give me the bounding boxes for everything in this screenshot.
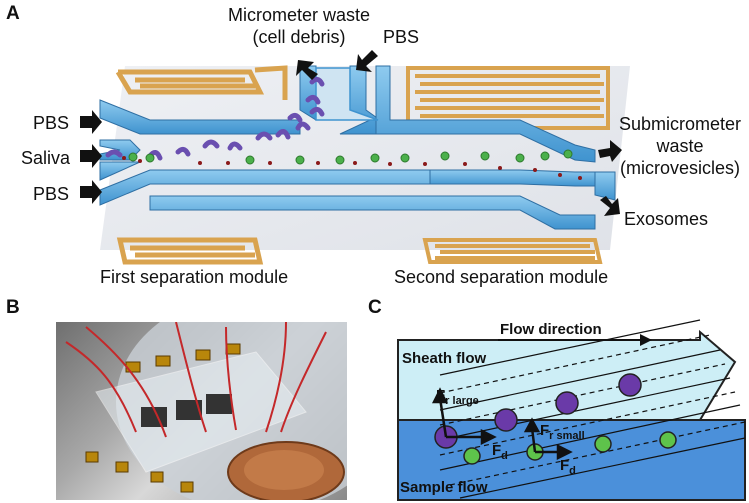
arrow-icon	[80, 180, 102, 204]
fr-small-label: Fr small	[540, 423, 585, 442]
submicrometer-line2: waste	[656, 136, 704, 156]
pbs-left-upper-label: PBS	[33, 113, 70, 133]
fr-small-sub: r small	[549, 430, 585, 442]
exosome-particles	[122, 156, 582, 180]
micrometer-waste-label: Micrometer waste (cell debris)	[219, 6, 379, 46]
arrow-icon	[296, 60, 318, 80]
pbs-left-lower-label: PBS	[33, 184, 70, 204]
arrow-icon	[80, 144, 102, 168]
fr-small-f: F	[540, 422, 550, 439]
cell-debris	[105, 76, 325, 161]
fd2-sub: d	[569, 465, 576, 477]
fd1-sub: d	[501, 450, 508, 462]
fd2-label: Fd	[560, 458, 576, 477]
penny-icon	[227, 441, 345, 500]
fd1-label: Fd	[492, 443, 508, 462]
second-module-label: Second separation module	[394, 267, 609, 287]
micrometer-waste-line2: (cell debris)	[252, 27, 346, 47]
sample-flow-label: Sample flow	[400, 479, 488, 496]
submicrometer-particles	[128, 149, 573, 165]
flow-direction-label: Flow direction	[500, 321, 602, 338]
panel-a-letter: A	[6, 3, 20, 24]
electrode-bottom-left	[116, 237, 264, 265]
submicrometer-line1: Submicrometer	[618, 114, 742, 134]
fd1-f: F	[492, 442, 502, 459]
saliva-label: Saliva	[21, 148, 71, 168]
arrow-icon	[600, 196, 620, 216]
first-module-label: First separation module	[100, 267, 289, 287]
arrow-icon	[80, 110, 102, 134]
micrometer-waste-line1: Micrometer waste	[227, 5, 371, 25]
flow-arrows	[80, 50, 622, 216]
arrow-icon	[356, 50, 378, 72]
panel-b-letter: B	[6, 297, 20, 318]
panel-c-letter: C	[368, 297, 382, 318]
fr-large-sub: r large	[445, 395, 479, 407]
fr-large-f: F	[436, 387, 446, 404]
sheath-flow-label: Sheath flow	[402, 350, 487, 367]
fr-large-label: Fr large	[436, 388, 479, 407]
panel-c-channel	[397, 319, 746, 501]
arrow-icon	[598, 140, 622, 162]
submicrometer-line3: (microvesicles)	[619, 158, 740, 178]
electrode-top-left	[115, 65, 288, 100]
pbs-top-label: PBS	[383, 27, 420, 47]
electrode-bottom-right	[422, 238, 603, 264]
exosomes-label: Exosomes	[624, 209, 709, 229]
wire-icon	[65, 322, 327, 438]
device-photo-art	[65, 322, 347, 500]
fd2-f: F	[560, 457, 570, 474]
device-photo	[56, 322, 347, 500]
submicrometer-waste-label: Submicrometer waste (microvesicles)	[614, 115, 746, 177]
